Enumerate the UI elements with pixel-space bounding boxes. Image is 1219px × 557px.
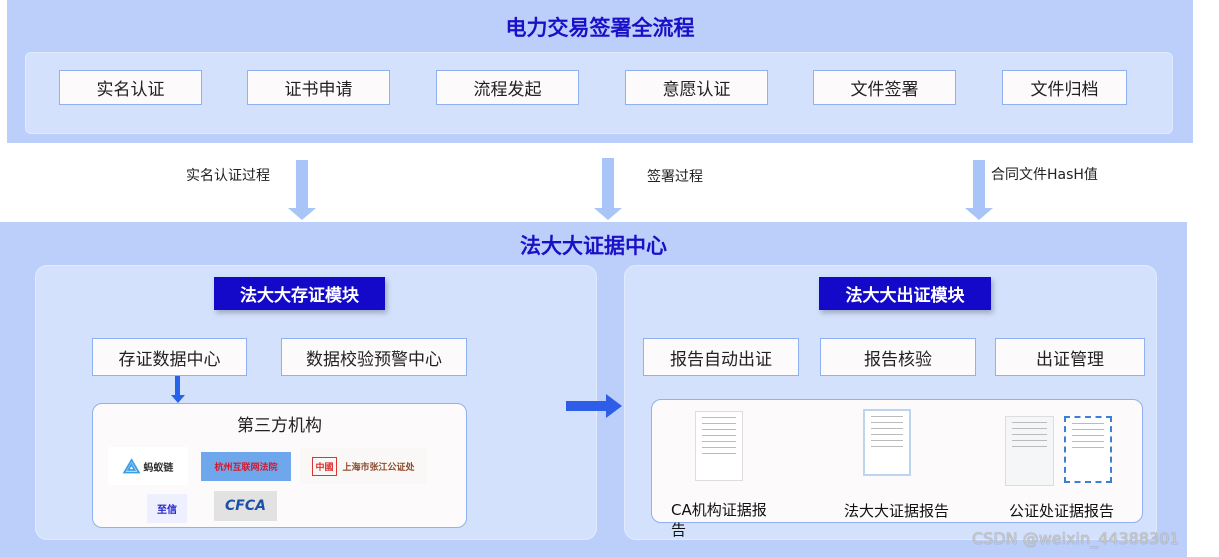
notary-report-thumbnail <box>1005 416 1054 486</box>
fadada-report-thumbnail <box>863 409 911 476</box>
issue-box: 报告核验 <box>820 338 976 376</box>
hangzhou-court-logo: 杭州互联网法院 <box>201 452 291 481</box>
cfca-logo: CFCA <box>214 491 277 521</box>
step-box: 文件签署 <box>813 70 956 105</box>
step-box: 文件归档 <box>1002 70 1127 105</box>
issue-module-title: 法大大出证模块 <box>819 277 991 310</box>
down-arrow-icon <box>171 376 185 403</box>
issue-box: 出证管理 <box>995 338 1145 376</box>
top-title: 电力交易签署全流程 <box>505 16 695 40</box>
right-arrow-icon <box>566 394 622 418</box>
down-arrow-icon <box>965 160 993 220</box>
step-box: 证书申请 <box>247 70 390 105</box>
antchain-logo: ⟁蚂蚁链 <box>108 447 188 485</box>
report-caption: CA机构证据报告 <box>671 501 767 539</box>
flow-label: 签署过程 <box>647 169 703 185</box>
storage-box: 数据校验预警中心 <box>281 338 467 376</box>
flow-label: 实名认证过程 <box>186 168 270 184</box>
down-arrow-icon <box>288 160 316 220</box>
step-box: 意愿认证 <box>625 70 768 105</box>
zhangjiang-notary-logo: 中國上海市张江公证处 <box>300 448 427 484</box>
notary-report-thumbnail <box>1064 416 1112 483</box>
storage-module-title: 法大大存证模块 <box>214 277 385 310</box>
third-party-title: 第三方机构 <box>237 416 322 436</box>
evidence-center-title: 法大大证据中心 <box>520 234 667 258</box>
down-arrow-icon <box>594 158 622 220</box>
watermark: CSDN @weixin_44388301 <box>972 529 1180 548</box>
report-caption: 公证处证据报告 <box>1009 502 1115 520</box>
storage-box: 存证数据中心 <box>92 338 247 376</box>
process-panel <box>25 52 1173 134</box>
flow-arrows <box>288 158 993 220</box>
flow-label: 合同文件HasH值 <box>991 167 1098 183</box>
step-box: 实名认证 <box>59 70 202 105</box>
step-box: 流程发起 <box>436 70 579 105</box>
report-caption: 法大大证据报告 <box>844 502 950 520</box>
zxca-logo: 至信 <box>147 494 187 523</box>
issue-box: 报告自动出证 <box>643 338 799 376</box>
ca-report-thumbnail <box>695 411 743 481</box>
